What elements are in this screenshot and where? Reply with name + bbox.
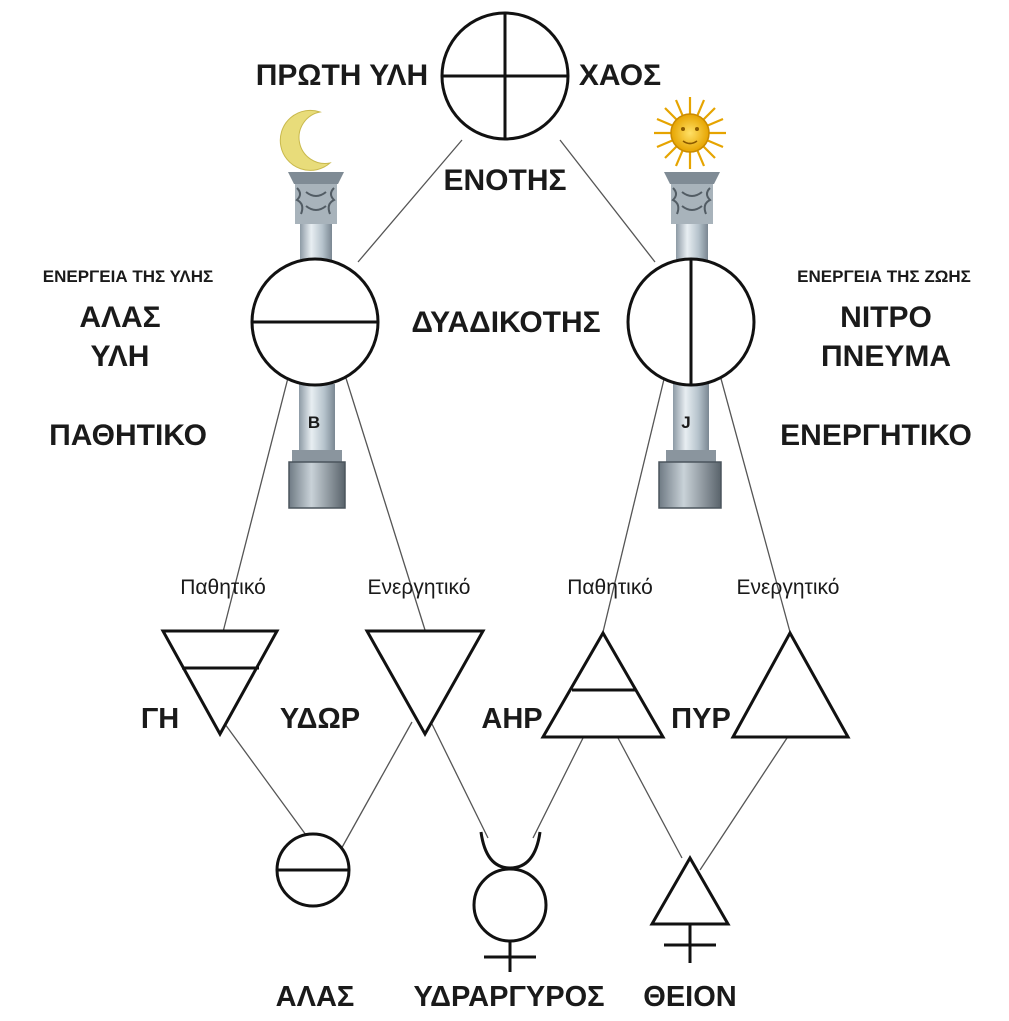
earth-label: ΓΗ [141, 703, 179, 735]
pillar-letter-j: J [681, 413, 690, 432]
unity-circle-symbol [440, 11, 570, 141]
left-matter-label: ΥΛΗ [91, 340, 150, 373]
left-salt-label: ΑΛΑΣ [79, 301, 160, 334]
passive-label: ΠΑΘΗΤΙΚΟ [49, 419, 207, 452]
right-nitre-label: ΝΙΤΡΟ [840, 301, 932, 334]
water-label: ΥΔΩΡ [280, 703, 360, 735]
branch-label-4: Ενεργητικό [737, 576, 840, 599]
earth-triangle-symbol [160, 629, 280, 738]
prima-materia-label: ΠΡΩΤΗ ΥΛΗ [256, 59, 428, 92]
mercury-symbol [472, 831, 548, 972]
left-pillar [288, 172, 346, 509]
air-triangle-symbol [540, 629, 666, 739]
connection-lines [221, 139, 791, 871]
life-circle-symbol [626, 257, 756, 387]
fire-triangle-symbol [730, 629, 851, 739]
fire-label: ΠΥΡ [671, 703, 731, 735]
branch-label-1: Παθητικό [180, 576, 266, 599]
sun-face-icon [654, 97, 726, 169]
sulphur-label: ΘΕΙΟΝ [643, 981, 736, 1013]
mercury-label: ΥΔΡΑΡΓΥΡΟΣ [413, 981, 604, 1013]
right-spirit-label: ΠΝΕΥΜΑ [821, 340, 951, 373]
unity-label: ΕΝΟΤΗΣ [443, 164, 566, 197]
left-energy-label: ΕΝΕΡΓΕΙΑ ΤΗΣ ΥΛΗΣ [43, 267, 213, 286]
active-label: ΕΝΕΡΓΗΤΙΚΟ [780, 419, 972, 452]
crescent-moon-icon [279, 109, 332, 171]
sulphur-symbol [649, 854, 731, 963]
branch-label-2: Ενεργητικό [368, 576, 471, 599]
right-energy-label: ΕΝΕΡΓΕΙΑ ΤΗΣ ΖΩΗΣ [797, 267, 971, 286]
salt-label: ΑΛΑΣ [276, 981, 355, 1013]
chaos-label: ΧΑΟΣ [579, 59, 661, 92]
branch-label-3: Παθητικό [567, 576, 653, 599]
pillar-letter-b: B [308, 413, 320, 432]
air-label: ΑΗΡ [481, 703, 542, 735]
matter-circle-symbol [250, 257, 380, 387]
duality-label: ΔΥΑΔΙΚΟΤΗΣ [411, 306, 600, 339]
water-triangle-symbol [364, 629, 486, 738]
salt-symbol [275, 832, 351, 908]
